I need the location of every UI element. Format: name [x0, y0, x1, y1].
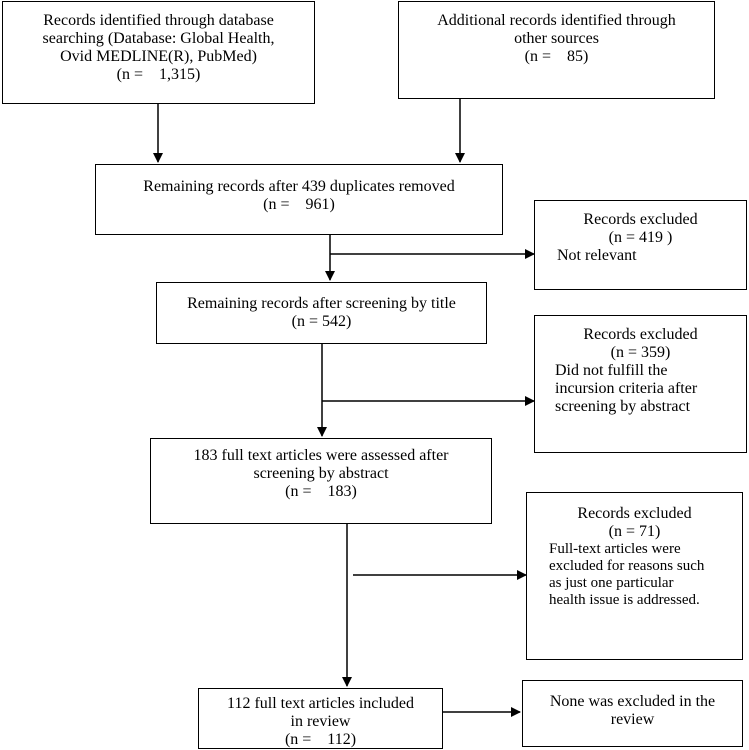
excluded-fulltext-reason-3: as just one particular	[549, 575, 674, 591]
fulltext-assessed-count: (n = 183)	[285, 483, 357, 500]
excluded-fulltext-count: (n = 71)	[608, 523, 661, 540]
excluded-abstract-count: (n = 359)	[610, 344, 671, 361]
excluded-abstract-reason-2: incursion criteria after	[555, 380, 698, 397]
excluded-fulltext-reason-1: Full-text articles were	[549, 541, 681, 557]
excluded-fulltext-reason-2: excluded for reasons such	[549, 558, 705, 574]
after-title-line-1: Remaining records after screening by tit…	[187, 295, 456, 312]
after-duplicates-count: (n = 961)	[263, 196, 335, 213]
excluded-abstract-heading: Records excluded	[583, 326, 698, 343]
excluded-title-reason: Not relevant	[557, 247, 637, 264]
excluded-abstract-reason-3: screening by abstract	[555, 398, 691, 415]
included-line-1: 112 full text articles included	[227, 695, 414, 712]
box-fulltext-assessed: 183 full text articles were assessed aft…	[150, 438, 492, 524]
fulltext-assessed-line-1: 183 full text articles were assessed aft…	[193, 447, 449, 464]
included-line-2: in review	[290, 713, 351, 730]
excluded-fulltext-reason-4: health issue is addressed.	[549, 592, 700, 608]
box-after-duplicates: Remaining records after 439 duplicates r…	[95, 164, 503, 235]
excluded-title-heading: Records excluded	[583, 211, 698, 228]
fulltext-assessed-line-2: screening by abstract	[253, 465, 389, 482]
other-records-line-1: Additional records identified through	[437, 12, 676, 29]
after-title-count: (n = 542)	[291, 313, 352, 330]
excluded-abstract-reason-1: Did not fulfill the	[555, 362, 668, 379]
box-database-records: Records identified through database sear…	[2, 1, 315, 104]
database-records-line-3: Ovid MEDLINE(R), PubMed)	[60, 48, 257, 65]
database-records-count: (n = 1,315)	[116, 66, 201, 83]
box-after-title: Remaining records after screening by tit…	[156, 282, 487, 344]
box-excluded-fulltext: Records excluded (n = 71) Full-text arti…	[526, 492, 743, 660]
database-records-line-1: Records identified through database	[43, 12, 274, 29]
included-count: (n = 112)	[284, 731, 357, 748]
box-excluded-abstract: Records excluded (n = 359) Did not fulfi…	[534, 315, 747, 453]
box-none-excluded: None was excluded in the review	[522, 680, 743, 747]
excluded-title-count: (n = 419 )	[608, 229, 673, 246]
box-excluded-title: Records excluded (n = 419 ) Not relevant	[534, 200, 747, 290]
box-included-review: 112 full text articles included in revie…	[198, 688, 443, 749]
excluded-fulltext-heading: Records excluded	[577, 505, 692, 522]
other-records-count: (n = 85)	[524, 48, 589, 65]
database-records-line-2: searching (Database: Global Health,	[42, 30, 275, 47]
box-other-records: Additional records identified through ot…	[398, 1, 715, 99]
after-duplicates-line-1: Remaining records after 439 duplicates r…	[143, 178, 455, 195]
none-excluded-line-2: review	[610, 711, 655, 728]
none-excluded-line-1: None was excluded in the	[549, 693, 716, 710]
other-records-line-2: other sources	[514, 30, 599, 47]
